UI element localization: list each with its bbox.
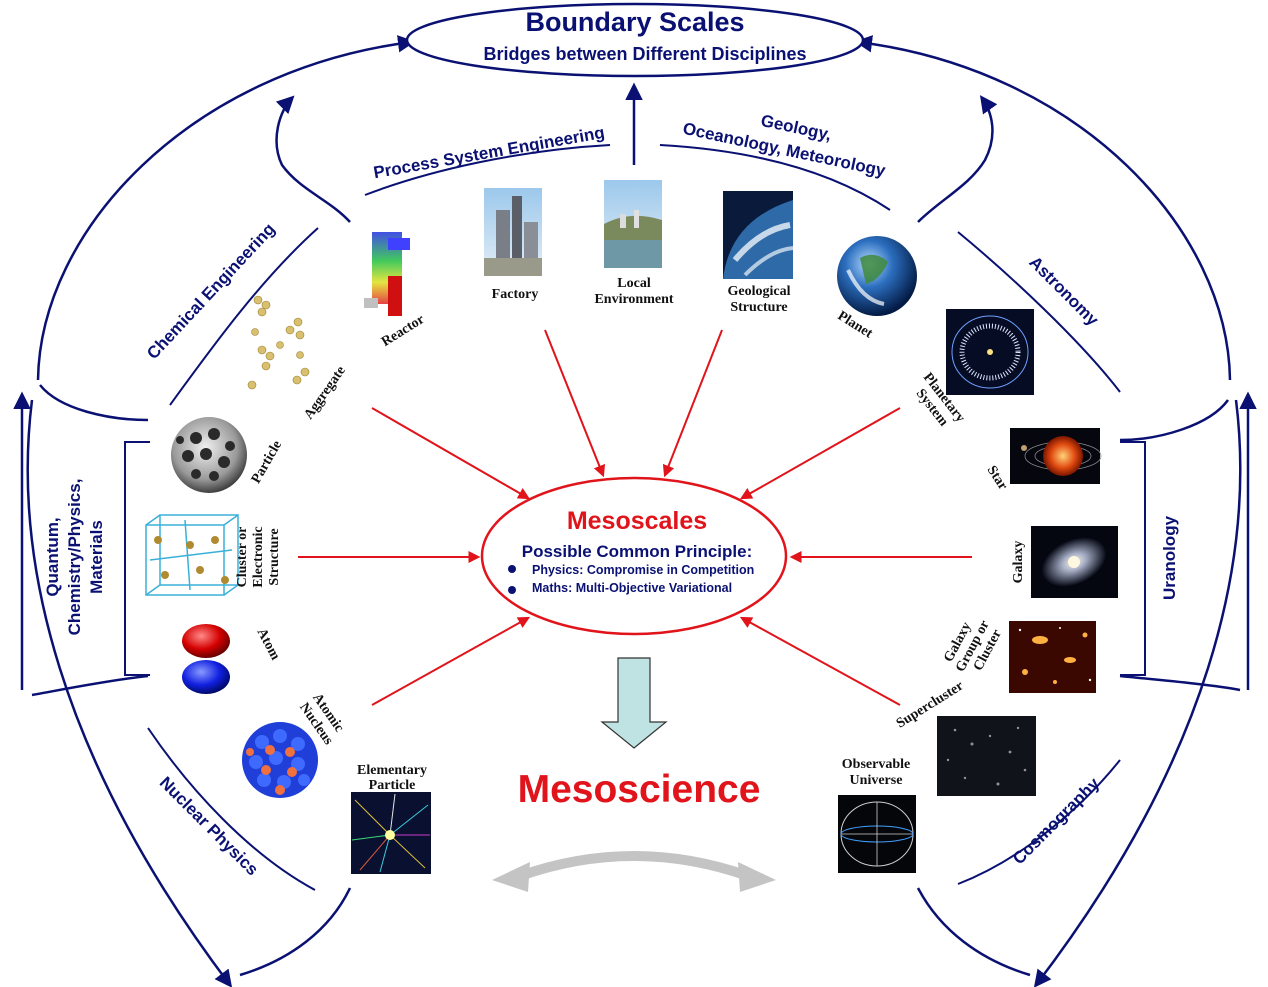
planet-image bbox=[837, 236, 917, 316]
label-particle: Particle bbox=[249, 438, 285, 486]
label-geological-structure-2: Structure bbox=[730, 300, 787, 315]
galaxy-image bbox=[1031, 526, 1118, 598]
outer-boundary-arcs bbox=[13, 35, 1257, 987]
bullet-maths: Maths: Multi-Objective Variational bbox=[532, 581, 732, 595]
down-arrow bbox=[600, 657, 668, 749]
boundary-scales-title: Boundary Scales bbox=[525, 7, 744, 37]
atomic-nucleus-image bbox=[242, 722, 318, 798]
label-cluster-2: Electronic bbox=[251, 526, 266, 587]
label-star: Star bbox=[984, 463, 1011, 493]
supercluster-image bbox=[937, 716, 1036, 796]
reactor-image bbox=[364, 232, 410, 316]
geological-structure-image bbox=[723, 191, 794, 279]
label-local-environment-1: Local bbox=[617, 276, 651, 291]
label-astronomy: Astronomy bbox=[1025, 253, 1102, 330]
red-arrows bbox=[298, 329, 972, 706]
mesoscales-title: Mesoscales bbox=[567, 507, 707, 535]
bullet-dot-2 bbox=[508, 586, 516, 594]
bullet-dot-1 bbox=[508, 565, 516, 573]
label-observable-universe-2: Universe bbox=[850, 773, 903, 788]
label-atom: Atom bbox=[254, 626, 283, 663]
particle-image bbox=[171, 417, 247, 493]
label-galaxy: Galaxy bbox=[1011, 541, 1026, 584]
local-environment-image bbox=[604, 180, 662, 268]
label-geological-structure-1: Geological bbox=[728, 284, 791, 299]
label-observable-universe-1: Observable bbox=[842, 757, 910, 772]
mesoscales-box: Mesoscales Possible Common Principle: Ph… bbox=[480, 476, 788, 636]
label-quantum-2: Chemistry/Physics, bbox=[65, 479, 84, 636]
boundary-scales-subtitle: Bridges between Different Disciplines bbox=[483, 44, 806, 64]
double-arrow bbox=[492, 851, 776, 892]
label-uranology: Uranology bbox=[1160, 515, 1179, 600]
bullet-physics: Physics: Compromise in Competition bbox=[532, 563, 754, 577]
discipline-brackets bbox=[124, 144, 1146, 891]
observable-universe-image bbox=[838, 795, 916, 873]
label-quantum-3: Materials bbox=[87, 520, 106, 594]
cluster-image bbox=[145, 514, 239, 596]
star-image bbox=[1010, 428, 1102, 484]
factory-image bbox=[484, 188, 542, 276]
label-cluster-3: Structure bbox=[267, 528, 282, 585]
aggregate-image bbox=[247, 295, 310, 390]
label-elementary-particle-2: Particle bbox=[369, 778, 416, 793]
label-local-environment-2: Environment bbox=[594, 292, 673, 307]
label-elementary-particle-1: Elementary bbox=[357, 763, 427, 778]
atom-image bbox=[182, 624, 230, 694]
label-process-system-engineering: Process System Engineering bbox=[372, 123, 606, 182]
label-reactor: Reactor bbox=[379, 312, 427, 350]
galaxy-group-image bbox=[1009, 621, 1096, 693]
mesoscience-title: Mesoscience bbox=[518, 768, 761, 811]
mesoscales-subtitle: Possible Common Principle: bbox=[522, 542, 753, 561]
boundary-scales-box: Boundary Scales Bridges between Differen… bbox=[405, 2, 865, 78]
label-nuclear-physics: Nuclear Physics bbox=[156, 773, 262, 879]
label-cluster-1: Cluster or bbox=[235, 527, 250, 588]
label-factory: Factory bbox=[492, 287, 539, 302]
label-quantum-1: Quantum, bbox=[43, 517, 62, 596]
planetary-system-image bbox=[946, 309, 1034, 395]
elementary-particle-image bbox=[351, 792, 431, 874]
